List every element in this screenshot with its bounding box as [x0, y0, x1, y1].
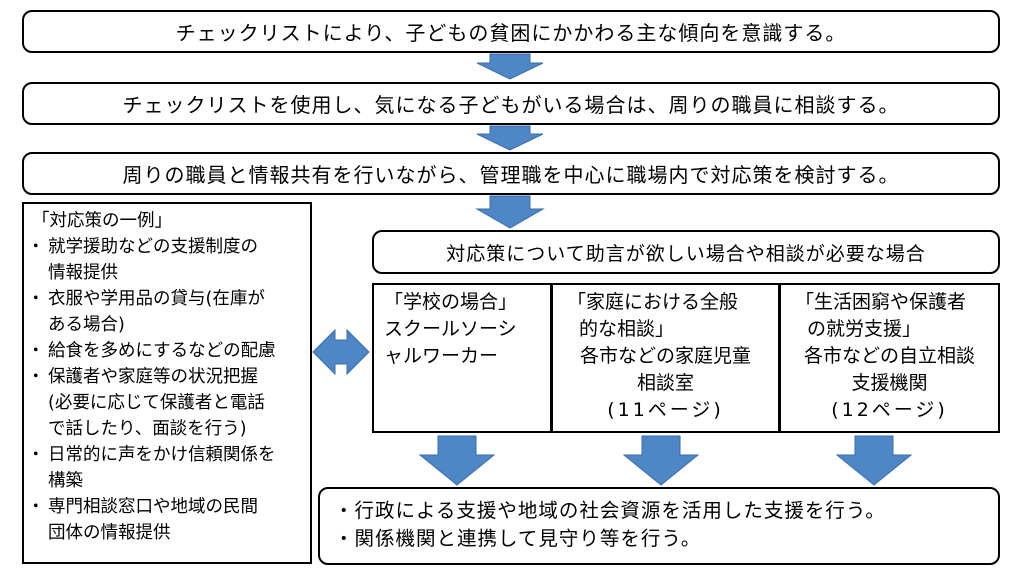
example-line: で話したり、面談を行う) [48, 419, 247, 439]
step-2-box: チェックリストを使用し、気になる子どもがいる場合は、周りの職員に相談する。 [22, 82, 1000, 125]
school-line: スクールソーシ [384, 318, 517, 340]
examples-title: 「対応策の一例」 [32, 211, 172, 231]
example-item: 就学援助などの支援制度の 情報提供 [27, 234, 304, 286]
step-1-box: チェックリストにより、子どもの貧困にかかわる主な傾向を意識する。 [22, 10, 1000, 53]
example-line: 給食を多めにするなどの配慮 [48, 341, 276, 361]
result-box: ・行政による支援や地域の社会資源を活用した支援を行う。 ・関係機関と連携して見守… [318, 487, 1000, 565]
example-line: 就学援助などの支援制度の [48, 237, 258, 257]
examples-list: 就学援助などの支援制度の 情報提供 衣服や学用品の貸与(在庫が ある場合) 給食… [27, 234, 304, 546]
life-title-line: 「生活困窮や保護者 [795, 291, 967, 313]
advice-text: 対応策について助言が欲しい場合や相談が必要な場合 [446, 242, 926, 265]
double-arrow [312, 328, 370, 376]
down-arrow-3 [475, 195, 545, 229]
family-page-ref: (11ページ) [607, 399, 724, 421]
school-line: ャルワーカー [384, 345, 499, 367]
example-item: 日常的に声をかけ信頼関係を 構築 [27, 442, 304, 494]
example-line: 日常的に声をかけ信頼関係を [48, 445, 276, 465]
countermeasure-examples-box: 「対応策の一例」 就学援助などの支援制度の 情報提供 衣服や学用品の貸与(在庫が… [22, 202, 312, 564]
family-title-line: 的な相談」 [579, 318, 675, 340]
step-2-text: チェックリストを使用し、気になる子どもがいる場合は、周りの職員に相談する。 [122, 93, 900, 117]
life-agency: 各市などの自立相談 [803, 345, 975, 367]
consult-family-box: 「家庭における全般 的な相談」 各市などの家庭児童 相談室 (11ページ) [551, 283, 780, 433]
example-line: 構築 [48, 471, 83, 491]
step-3-box: 周りの職員と情報共有を行いながら、管理職を中心に職場内で対応策を検討する。 [22, 152, 1000, 195]
example-item: 保護者や家庭等の状況把握 (必要に応じて保護者と電話 で話したり、面談を行う) [27, 364, 304, 442]
result-line: ・関係機関と連携して見守り等を行う。 [334, 527, 702, 550]
life-agency: 支援機関 [851, 372, 928, 394]
example-line: ある場合) [48, 315, 125, 335]
family-title-line: 「家庭における全般 [567, 291, 739, 313]
down-arrow-2 [476, 125, 544, 151]
example-line: 専門相談窓口や地域の民間 [48, 497, 258, 517]
life-title-line: の就労支援」 [807, 318, 922, 340]
example-item: 専門相談窓口や地域の民間 団体の情報提供 [27, 494, 304, 546]
consult-school-box: 「学校の場合」 スクールソーシ ャルワーカー [372, 283, 552, 433]
consult-life-box: 「生活困窮や保護者 の就労支援」 各市などの自立相談 支援機関 (12ページ) [779, 283, 1000, 433]
down-arrow-1 [476, 53, 544, 80]
down-arrow-school [418, 435, 496, 486]
family-agency: 相談室 [636, 372, 694, 394]
example-item: 給食を多めにするなどの配慮 [27, 338, 304, 364]
result-line: ・行政による支援や地域の社会資源を活用した支援を行う。 [334, 499, 886, 522]
step-1-text: チェックリストにより、子どもの貧困にかかわる主な傾向を意識する。 [175, 21, 847, 45]
example-line: 保護者や家庭等の状況把握 [48, 367, 258, 387]
down-arrow-life [835, 435, 913, 486]
example-line: 衣服や学用品の貸与(在庫が [48, 289, 265, 309]
down-arrow-family [622, 435, 700, 486]
family-agency: 各市などの家庭児童 [579, 345, 751, 367]
advice-condition-box: 対応策について助言が欲しい場合や相談が必要な場合 [372, 230, 1000, 274]
life-page-ref: (12ページ) [831, 399, 948, 421]
example-item: 衣服や学用品の貸与(在庫が ある場合) [27, 286, 304, 338]
example-line: 団体の情報提供 [48, 523, 171, 543]
example-line: 情報提供 [48, 263, 118, 283]
step-3-text: 周りの職員と情報共有を行いながら、管理職を中心に職場内で対応策を検討する。 [122, 163, 900, 187]
example-line: (必要に応じて保護者と電話 [48, 393, 265, 413]
school-title: 「学校の場合」 [384, 291, 518, 313]
